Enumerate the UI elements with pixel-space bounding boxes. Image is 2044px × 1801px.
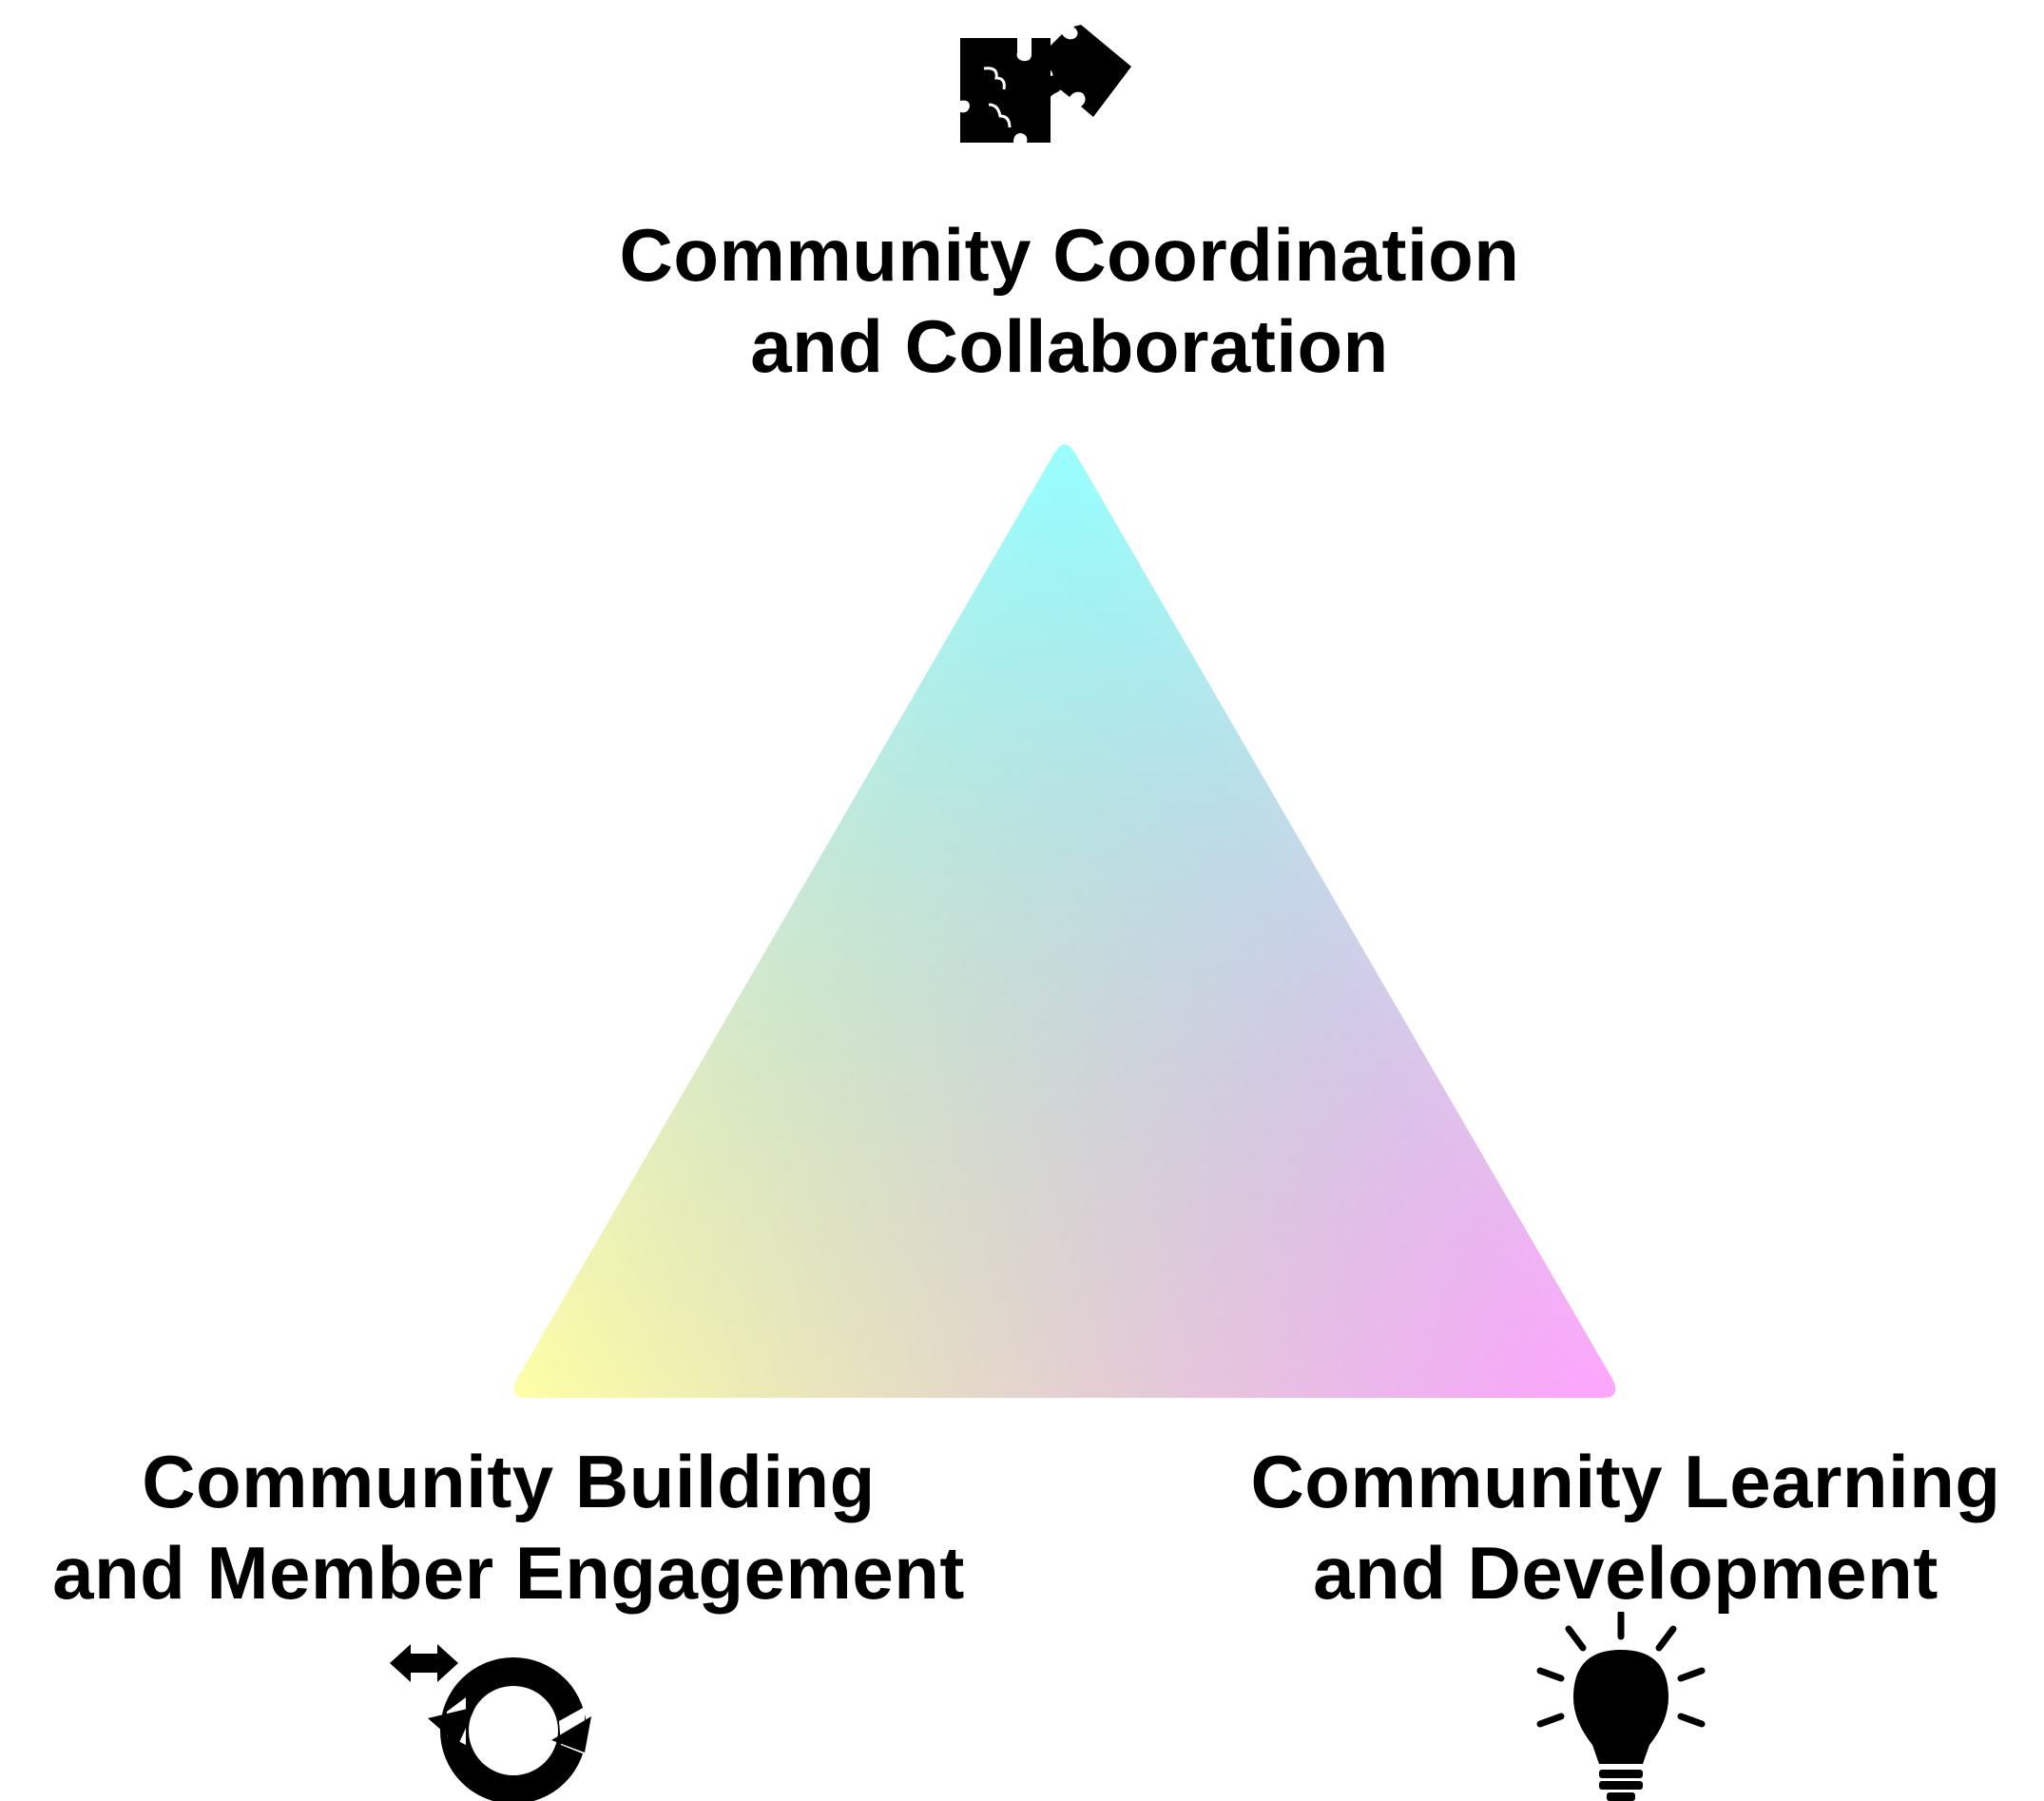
label-left-line-1: Community Building bbox=[142, 1440, 876, 1523]
vertex-label-bottom-left: Community Building and Member Engagement bbox=[0, 1436, 1017, 1618]
puzzle-icon bbox=[960, 10, 1136, 176]
label-right-line-1: Community Learning bbox=[1250, 1440, 2001, 1523]
vertex-label-top: Community Coordination and Collaboration bbox=[547, 209, 1592, 392]
label-top-line-1: Community Coordination bbox=[619, 213, 1520, 297]
lightbulb-icon bbox=[1531, 1610, 1711, 1801]
cycle-arrows-icon bbox=[390, 1631, 594, 1801]
vertex-label-bottom-right: Community Learning and Development bbox=[1217, 1436, 2034, 1618]
label-left-line-2: and Member Engagement bbox=[52, 1531, 965, 1615]
label-top-line-2: and Collaboration bbox=[750, 304, 1389, 388]
label-right-line-2: and Development bbox=[1313, 1531, 1938, 1615]
